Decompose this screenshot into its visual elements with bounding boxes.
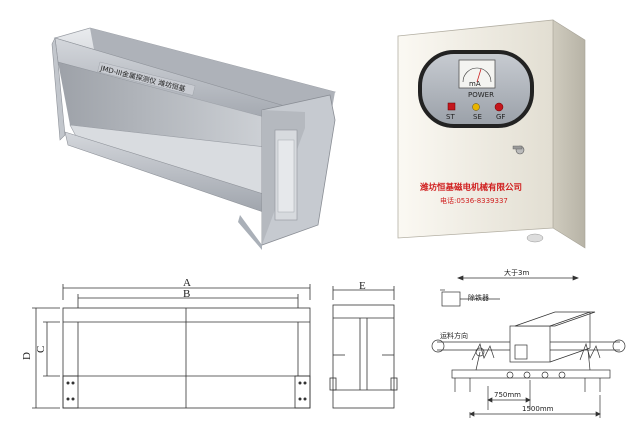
front-view-drawing [32, 284, 311, 409]
conveyor-direction-label: 运料方向 [440, 331, 468, 340]
button-st[interactable] [447, 102, 456, 111]
meter-label: mA [469, 80, 481, 88]
company-name: 潍坊恒基磁电机械有限公司 [420, 182, 522, 193]
iron-remover-label: 除铁器 [468, 293, 489, 302]
indicator-light-yellow [472, 103, 480, 111]
installation-drawing [431, 275, 626, 418]
install-distance-label: 大于3m [504, 268, 529, 277]
control-box-photo: mA POWER ST SE GF 潍坊恒基磁电机械有限公司 电话:0536-8… [397, 19, 586, 249]
button-gf[interactable] [494, 102, 504, 112]
side-view-drawing [329, 286, 398, 409]
company-phone: 电话:0536-8339337 [440, 196, 508, 205]
dim-label-c: C [35, 346, 47, 353]
front-view-bolts [66, 381, 307, 401]
button-label-se: SE [473, 113, 482, 121]
panel-small-text: POWER [468, 91, 494, 99]
dim-750-label: 750mm [494, 391, 521, 399]
dim-1500-label: 1500mm [522, 405, 554, 413]
button-label-gf: GF [496, 113, 505, 121]
button-label-st: ST [446, 113, 455, 121]
dim-label-a: A [183, 277, 191, 289]
dim-label-d: D [21, 352, 33, 360]
dim-label-e: E [359, 280, 366, 292]
dim-label-b: B [183, 288, 190, 300]
metal-detector-photo: JMD-III金属探测仪 潍坊恒基 [51, 27, 336, 250]
